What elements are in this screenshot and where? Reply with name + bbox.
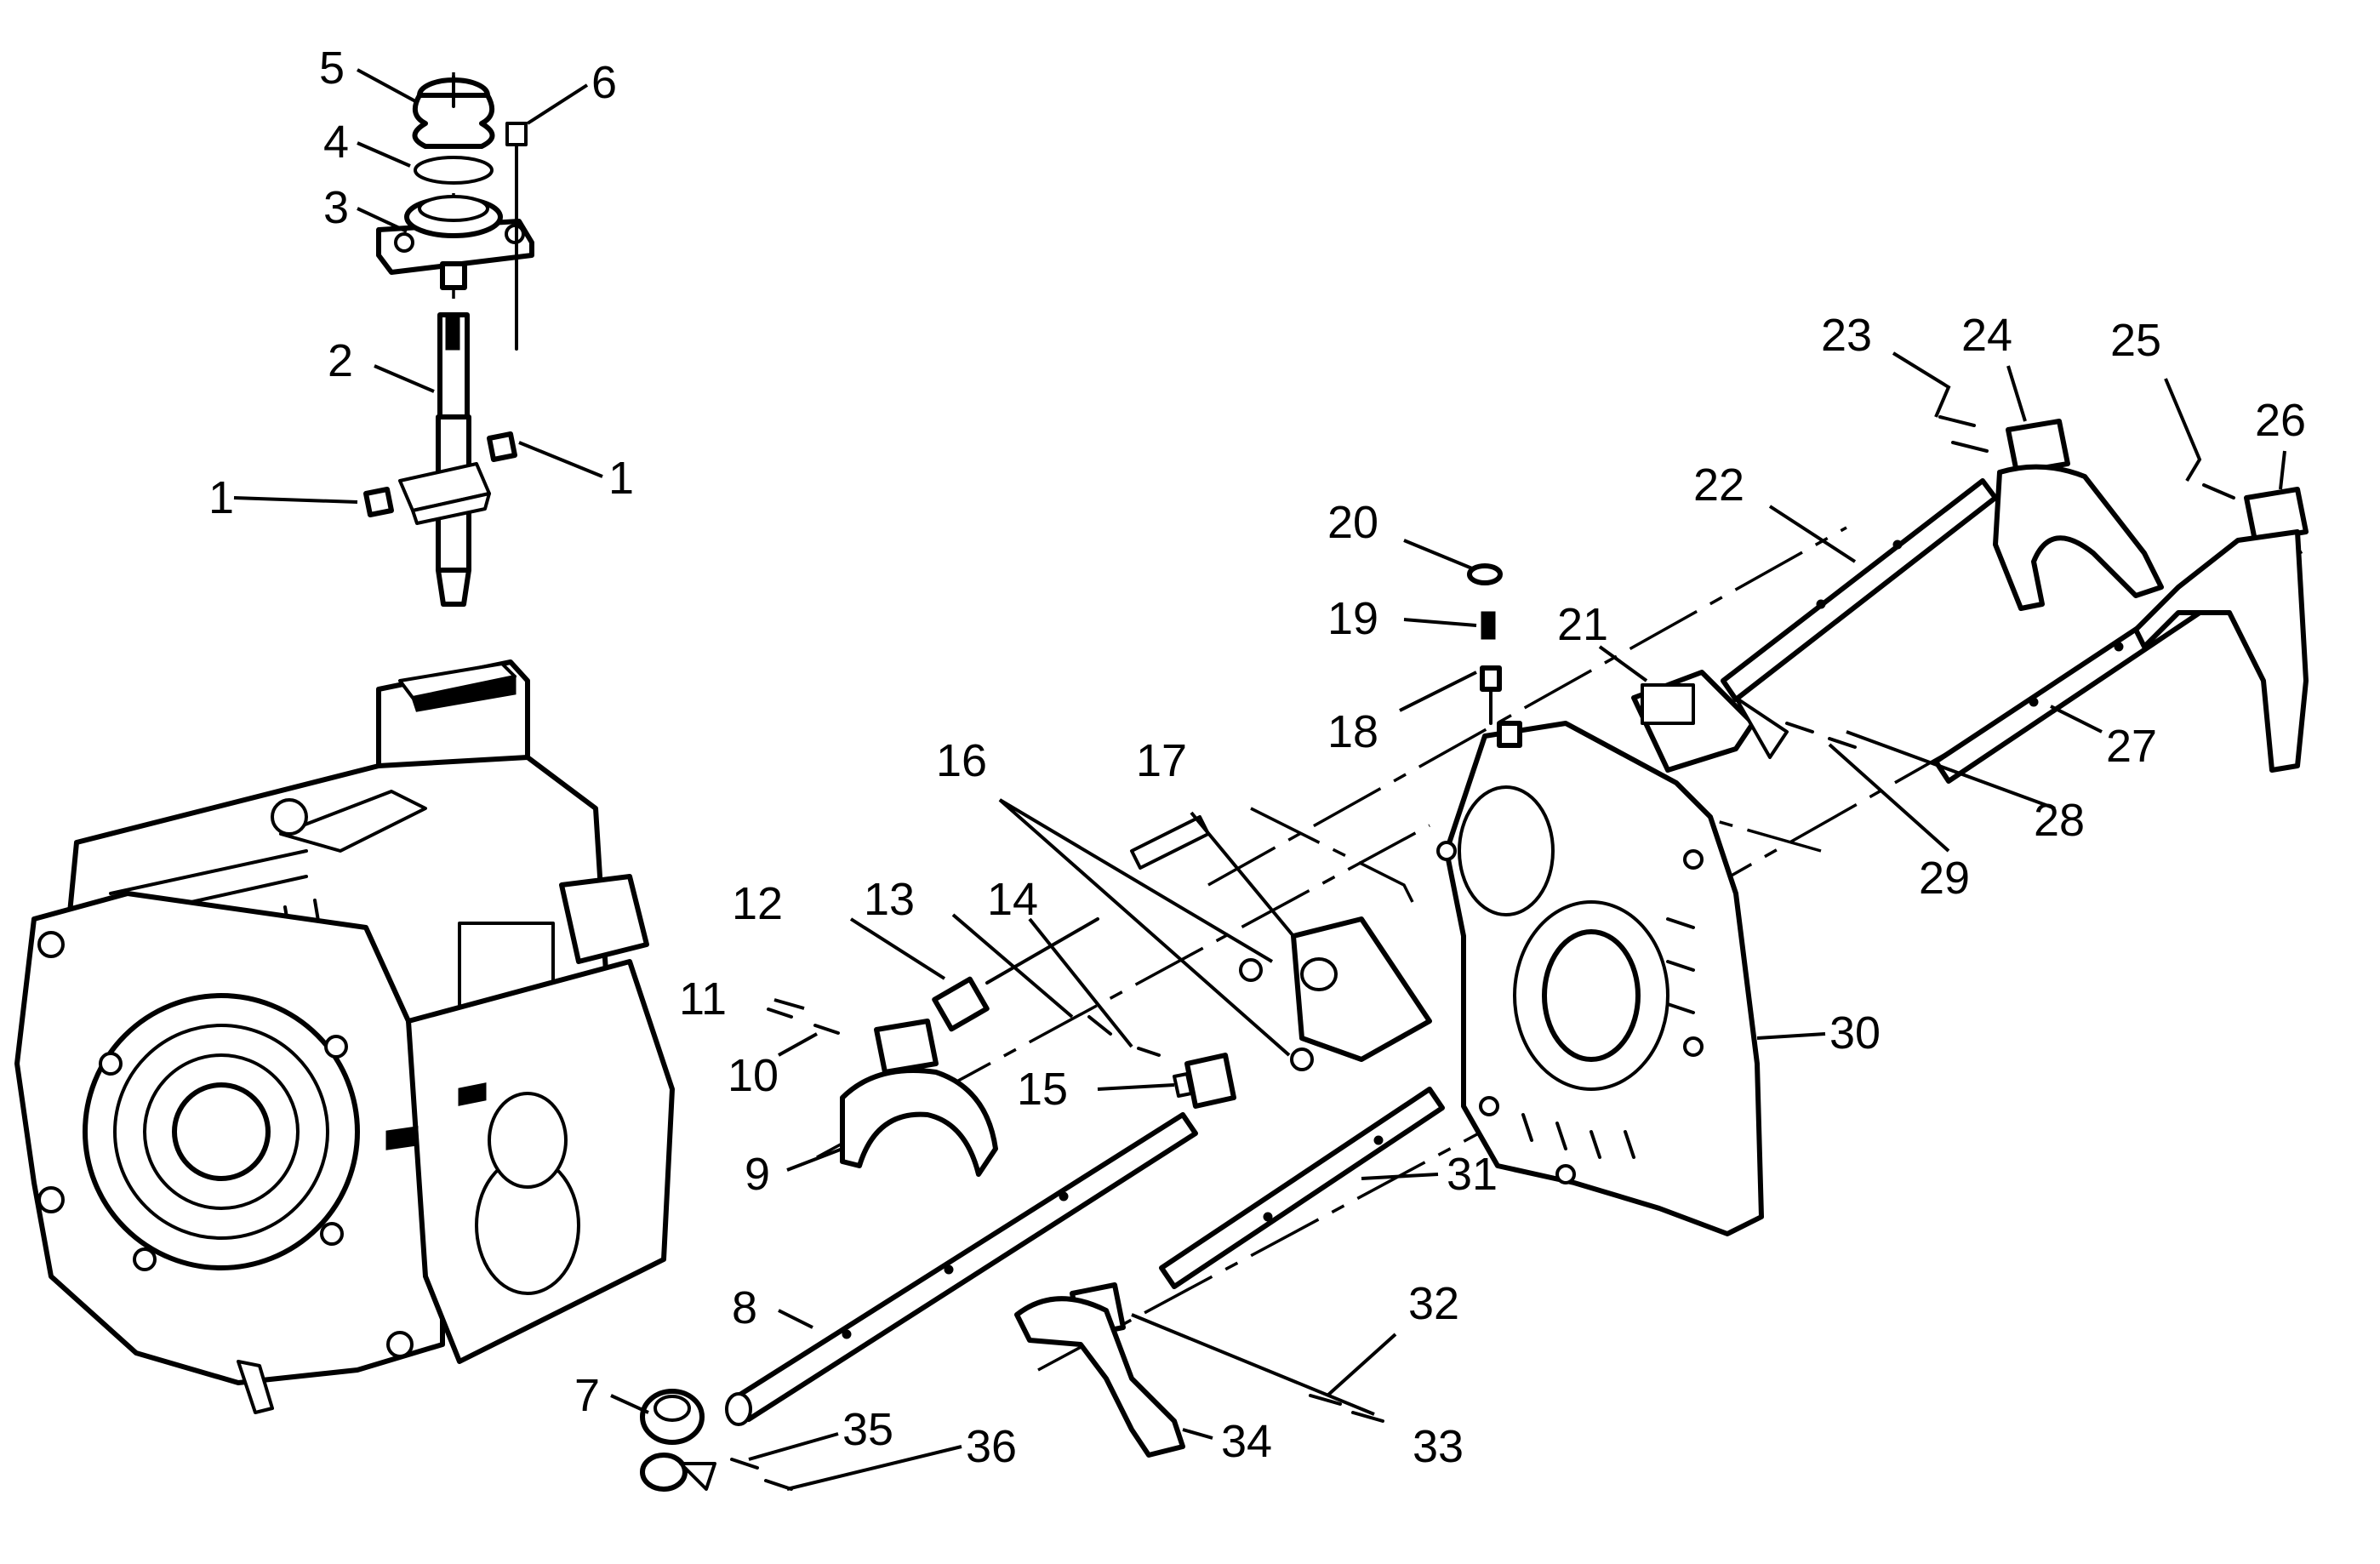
callout-35: 35 — [842, 1404, 893, 1455]
callout-1-left: 1 — [208, 472, 234, 523]
callout-2: 2 — [328, 335, 353, 386]
leader-lines — [233, 68, 2286, 1491]
callout-28: 28 — [2034, 795, 2085, 846]
shift-fork-26 — [2133, 483, 2309, 773]
housing-bolt — [505, 122, 528, 351]
transmission-case — [14, 659, 675, 1414]
callout-10: 10 — [728, 1050, 779, 1101]
pins-28-29 — [1785, 722, 1857, 749]
boot-seal — [412, 75, 495, 149]
callout-16: 16 — [936, 735, 987, 786]
callout-21: 21 — [1557, 599, 1608, 650]
callout-20: 20 — [1327, 497, 1378, 548]
shift-fork-9 — [840, 1019, 998, 1177]
detent-spring-19 — [1481, 611, 1496, 640]
snap-ring — [414, 156, 494, 185]
callout-34: 34 — [1221, 1416, 1272, 1467]
callout-5: 5 — [319, 43, 345, 94]
intermediate-plate-30 — [1436, 721, 1764, 1236]
callout-12: 12 — [732, 878, 783, 929]
small-pins — [767, 1007, 1161, 1057]
shift-detent-body-7 — [640, 1389, 793, 1492]
callout-22: 22 — [1693, 459, 1744, 511]
shift-fork-24 — [1938, 415, 2164, 611]
callout-labels: 1 1 2 3 4 5 6 7 8 9 10 11 12 13 14 15 16… — [208, 43, 2306, 1472]
callout-6: 6 — [591, 57, 617, 108]
callout-3: 3 — [323, 182, 349, 233]
callout-19: 19 — [1327, 593, 1378, 644]
callout-1-right: 1 — [608, 453, 634, 504]
shift-block-21 — [1631, 670, 1789, 773]
shift-rail-31 — [1159, 1087, 1445, 1289]
callout-29: 29 — [1919, 853, 1970, 904]
shift-rail-8 — [725, 1112, 1198, 1426]
shift-rail-22 — [1721, 478, 1998, 702]
callout-27: 27 — [2106, 721, 2157, 772]
callout-23: 23 — [1821, 310, 1872, 361]
shift-shaft-12 — [932, 815, 1210, 1032]
detent-plunger-18 — [1480, 665, 1502, 725]
callout-33: 33 — [1413, 1421, 1464, 1472]
shift-fork-34 — [1014, 1282, 1384, 1458]
callout-32: 32 — [1408, 1278, 1459, 1329]
callout-14: 14 — [987, 874, 1038, 925]
callout-36: 36 — [966, 1421, 1017, 1472]
callout-18: 18 — [1327, 706, 1378, 757]
callout-15: 15 — [1017, 1064, 1068, 1115]
callout-30: 30 — [1829, 1007, 1881, 1059]
bushings — [363, 431, 517, 517]
interlock-block-15 — [1173, 1053, 1236, 1109]
detent-ball-20 — [1467, 563, 1503, 585]
callout-11: 11 — [679, 973, 727, 1025]
shift-control-housing — [376, 195, 534, 290]
callout-26: 26 — [2255, 395, 2306, 446]
callout-9: 9 — [745, 1149, 770, 1200]
callout-25: 25 — [2110, 315, 2161, 366]
callout-17: 17 — [1136, 735, 1187, 786]
shift-shaft — [398, 312, 491, 607]
callout-4: 4 — [323, 117, 349, 168]
callout-31: 31 — [1447, 1149, 1498, 1200]
callout-8: 8 — [732, 1282, 757, 1333]
bracket-17 — [1239, 916, 1432, 1071]
callout-24: 24 — [1961, 310, 2012, 361]
callout-13: 13 — [864, 874, 915, 925]
callout-7: 7 — [574, 1370, 600, 1421]
